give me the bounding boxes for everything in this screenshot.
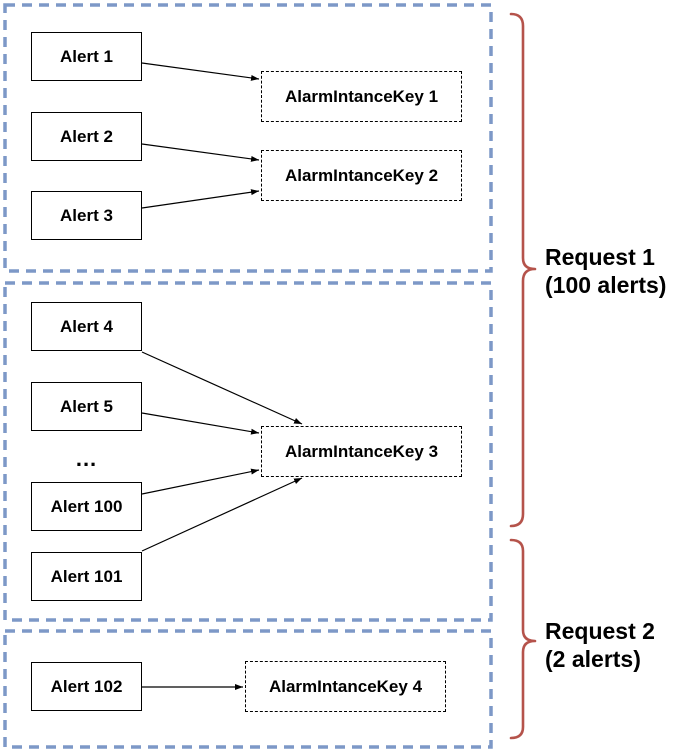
request-1-title: Request 1 [545, 244, 655, 270]
arrow-alert4-key3 [141, 351, 303, 425]
alert-box-1: Alert 1 [31, 32, 142, 81]
key-box-3: AlarmIntanceKey 3 [261, 426, 462, 477]
request-1-label: Request 1 (100 alerts) [545, 243, 666, 299]
request-1-subtitle: (100 alerts) [545, 272, 667, 298]
arrow-alert3-key2 [141, 189, 260, 209]
dashed-group-box-2 [3, 281, 493, 622]
alerts-ellipsis: ... [75, 446, 98, 471]
arrow-alert100-key3 [141, 468, 260, 495]
alert-box-3: Alert 3 [31, 191, 142, 240]
alert-box-2: Alert 2 [31, 112, 142, 161]
request-2-label: Request 2 (2 alerts) [545, 617, 655, 673]
alert-box-4: Alert 4 [31, 302, 142, 351]
dashed-group-box-3 [3, 629, 493, 749]
request-1-brace [509, 12, 537, 528]
alert-box-5: Alert 5 [31, 382, 142, 431]
arrow-alert1-key1 [141, 62, 260, 81]
alert-box-101: Alert 101 [31, 552, 142, 601]
arrow-alert101-key3 [141, 477, 303, 552]
arrow-alert5-key3 [141, 412, 260, 435]
key-box-2: AlarmIntanceKey 2 [261, 150, 462, 201]
request-2-subtitle: (2 alerts) [545, 646, 641, 672]
alert-box-100: Alert 100 [31, 482, 142, 531]
key-box-4: AlarmIntanceKey 4 [245, 661, 446, 712]
request-2-brace [509, 538, 537, 740]
key-box-1: AlarmIntanceKey 1 [261, 71, 462, 122]
arrow-alert2-key2 [141, 143, 260, 162]
alert-box-102: Alert 102 [31, 662, 142, 711]
dashed-group-box-1 [3, 3, 493, 273]
request-2-title: Request 2 [545, 618, 655, 644]
